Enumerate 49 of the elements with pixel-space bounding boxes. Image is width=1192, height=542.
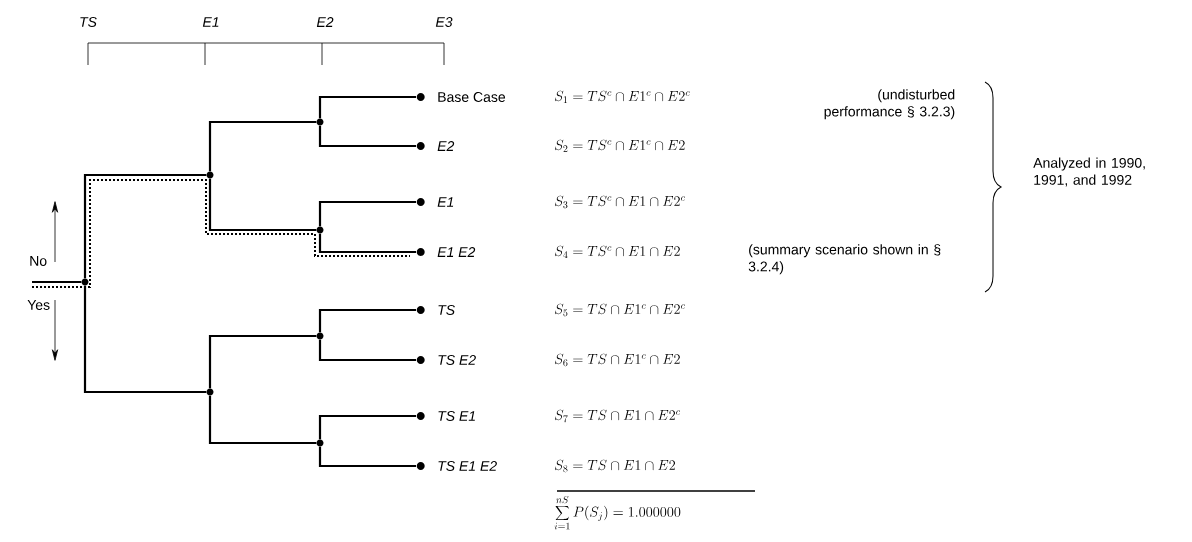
event-heading: E3 [435,17,453,27]
branch-label: Yes [27,300,50,310]
node-label: Base Case [438,92,506,102]
scenario-formula: $S_6 = TS \cap E1^{c} \cap E2$ [554,353,680,367]
node-label: E1 E2 [437,247,476,257]
scenario-end: Base Case [416,92,506,102]
node-label: E1 [437,197,454,207]
node-label: TS [438,305,455,315]
branch-line [208,120,317,172]
branch-line [318,414,416,440]
note-text: (undisturbed performance § 3.2.3) [824,89,955,120]
branch-line [83,173,207,279]
scenario-formula: $S_3 = TS^{c} \cap E1 \cap E2^{c}$ [554,195,685,209]
branch-line [208,334,317,389]
note-text: (summary scenario shown in § 3.2.4) [748,244,941,275]
scenario-formula: $S_8 = TS \cap E1 \cap E2$ [554,459,675,473]
branch-line [32,280,82,284]
event-heading: E1 [202,17,219,27]
scenario-formula: $S_5 = TS \cap E1^{c} \cap E2^{c}$ [554,303,685,317]
sum-formula: $\sum_{i=1}^{nS} P(S_j) = 1.000000$ [554,496,681,530]
branch-line [83,285,207,394]
branch-line [318,200,416,227]
branch-line [318,233,416,254]
node-label: TS E1 E2 [438,461,497,471]
note-text: Analyzed in 1990, 1991, and 1992 [1033,157,1145,187]
scenario-formula: $S_7 = TS \cap E1 \cap E2^{c}$ [554,409,681,423]
branch-label: No [30,256,47,266]
branch-line [318,308,416,333]
branch-line [208,395,317,445]
branch-line [318,446,416,468]
scenario-formula: $S_2 = TS^{c} \cap E1^{c} \cap E2$ [554,139,685,152]
node-label: TS E1 [438,411,475,421]
scenario-formula: $S_1 = TS^{c} \cap E1^{c} \cap E2^{c}$ [554,90,690,103]
node-label: TS E2 [438,355,476,365]
scenario-end: E2 [416,141,455,151]
scenario-end: E1 E2 [416,247,476,257]
scenario-end: TS E2 [416,355,476,365]
scenario-end: E1 [416,197,454,207]
event-heading: TS [80,17,97,27]
scenario-end: TS E1 [416,411,475,421]
branch-line [318,95,416,119]
event-heading: E2 [316,17,334,27]
scenario-end: TS [416,305,455,315]
scenario-end: TS E1 E2 [416,461,497,471]
scenario-formula: $S_4 = TS^{c} \cap E1 \cap E2$ [554,245,680,258]
node-label: E2 [437,141,455,151]
branch-line [318,125,416,148]
branch-line [318,339,416,362]
branch-line [208,178,317,232]
